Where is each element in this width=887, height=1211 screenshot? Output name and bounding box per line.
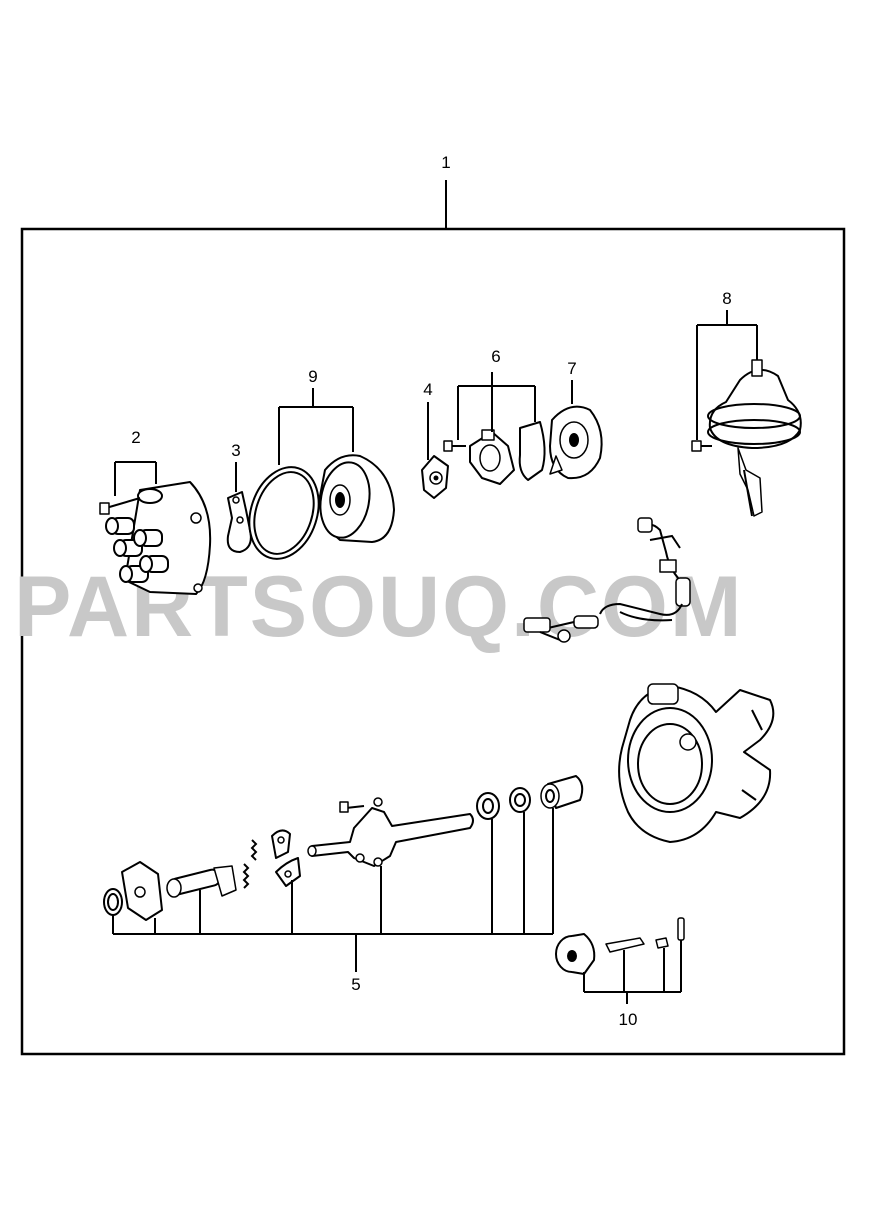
callout-9[interactable]: 9 xyxy=(308,367,317,386)
clip-pin[interactable] xyxy=(677,917,685,941)
bushing[interactable] xyxy=(540,775,584,809)
governor-shaft[interactable] xyxy=(307,797,474,867)
assembly-frame xyxy=(20,227,846,1056)
callout-3[interactable]: 3 xyxy=(231,441,240,460)
advancer-screw[interactable] xyxy=(691,440,712,452)
drive-gear[interactable] xyxy=(555,933,596,975)
distributor-cap[interactable] xyxy=(105,481,212,595)
callout-2[interactable]: 2 xyxy=(131,428,140,447)
o-ring[interactable] xyxy=(238,458,330,568)
cam[interactable] xyxy=(166,865,237,898)
governor-springs[interactable] xyxy=(242,839,258,889)
straight-pin[interactable] xyxy=(655,937,669,949)
callout-4[interactable]: 4 xyxy=(423,380,432,399)
cap-screw[interactable] xyxy=(99,497,141,515)
callout-8[interactable]: 8 xyxy=(722,289,731,308)
shaft-screw[interactable] xyxy=(339,801,365,813)
callout-1[interactable]: 1 xyxy=(441,153,450,172)
callout-6[interactable]: 6 xyxy=(491,347,500,366)
drive-pin[interactable] xyxy=(605,937,645,953)
distributor-housing[interactable] xyxy=(618,683,775,843)
wiring-harness[interactable] xyxy=(523,517,691,643)
rotor[interactable] xyxy=(226,491,252,553)
thrust-washer[interactable] xyxy=(476,792,500,820)
callout-7[interactable]: 7 xyxy=(567,359,576,378)
pickup-coil[interactable] xyxy=(469,429,515,485)
callout-10[interactable]: 10 xyxy=(619,1010,638,1029)
callout-5[interactable]: 5 xyxy=(351,975,360,994)
washer[interactable] xyxy=(509,787,531,813)
governor-plate[interactable] xyxy=(121,861,163,921)
pickup-screw[interactable] xyxy=(443,440,466,452)
governor-weights[interactable] xyxy=(271,829,301,887)
breaker-plate[interactable] xyxy=(549,405,603,480)
vacuum-advancer[interactable] xyxy=(707,359,802,517)
pickup-plate[interactable] xyxy=(518,421,546,481)
snap-ring[interactable] xyxy=(103,888,123,916)
dust-cover[interactable] xyxy=(315,454,395,543)
signal-rotor[interactable] xyxy=(421,455,449,499)
